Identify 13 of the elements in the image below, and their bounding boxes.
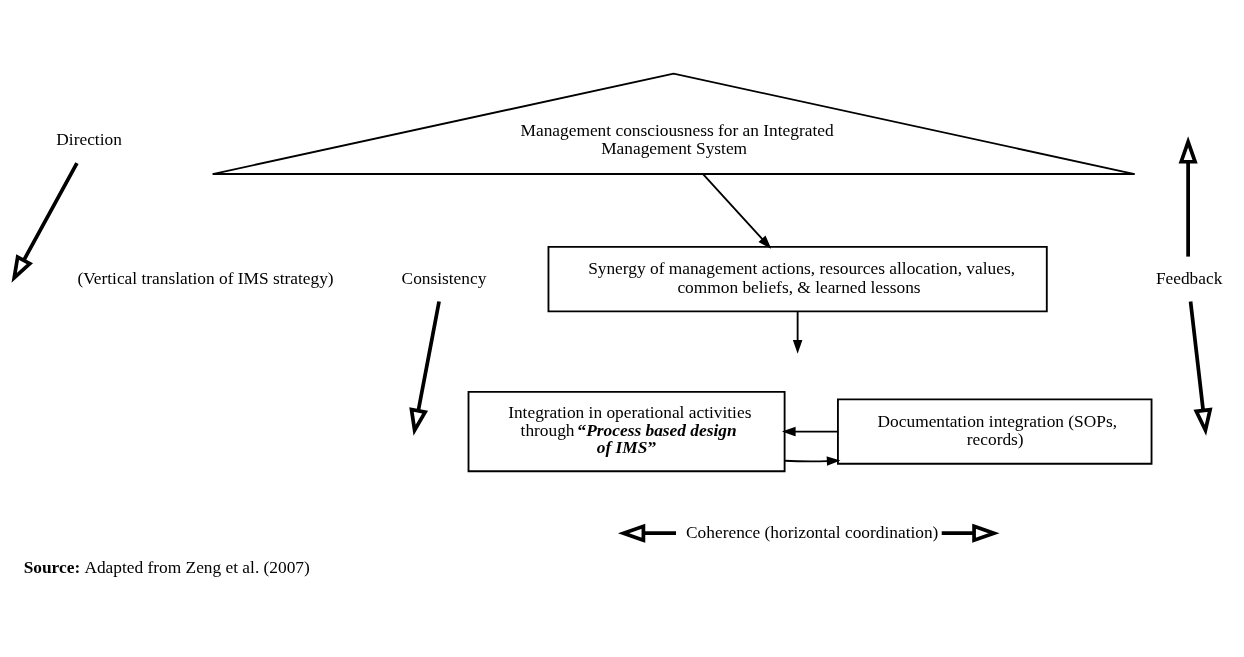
node-box: Documentation integration (SOPs, records) [837,397,1153,465]
label: Consistency [401,268,487,288]
arrow [781,426,839,436]
node-box: Synergy of management actions, resources allocation, values, common beliefs, & learned lessons [547,245,1048,312]
caption: Source: Adapted from Zeng et al. (2007) [23,557,310,577]
arrow [702,172,772,249]
arrow [783,455,841,466]
node-box: Integration in operational activities through “Process based design of IMS” [467,390,786,472]
arrow [792,310,803,354]
label: (Vertical translation of IMS strategy) [77,268,334,288]
label: Direction [56,129,122,149]
label: Coherence (horizontal coordination) [686,522,939,542]
label: Feedback [1155,268,1223,288]
